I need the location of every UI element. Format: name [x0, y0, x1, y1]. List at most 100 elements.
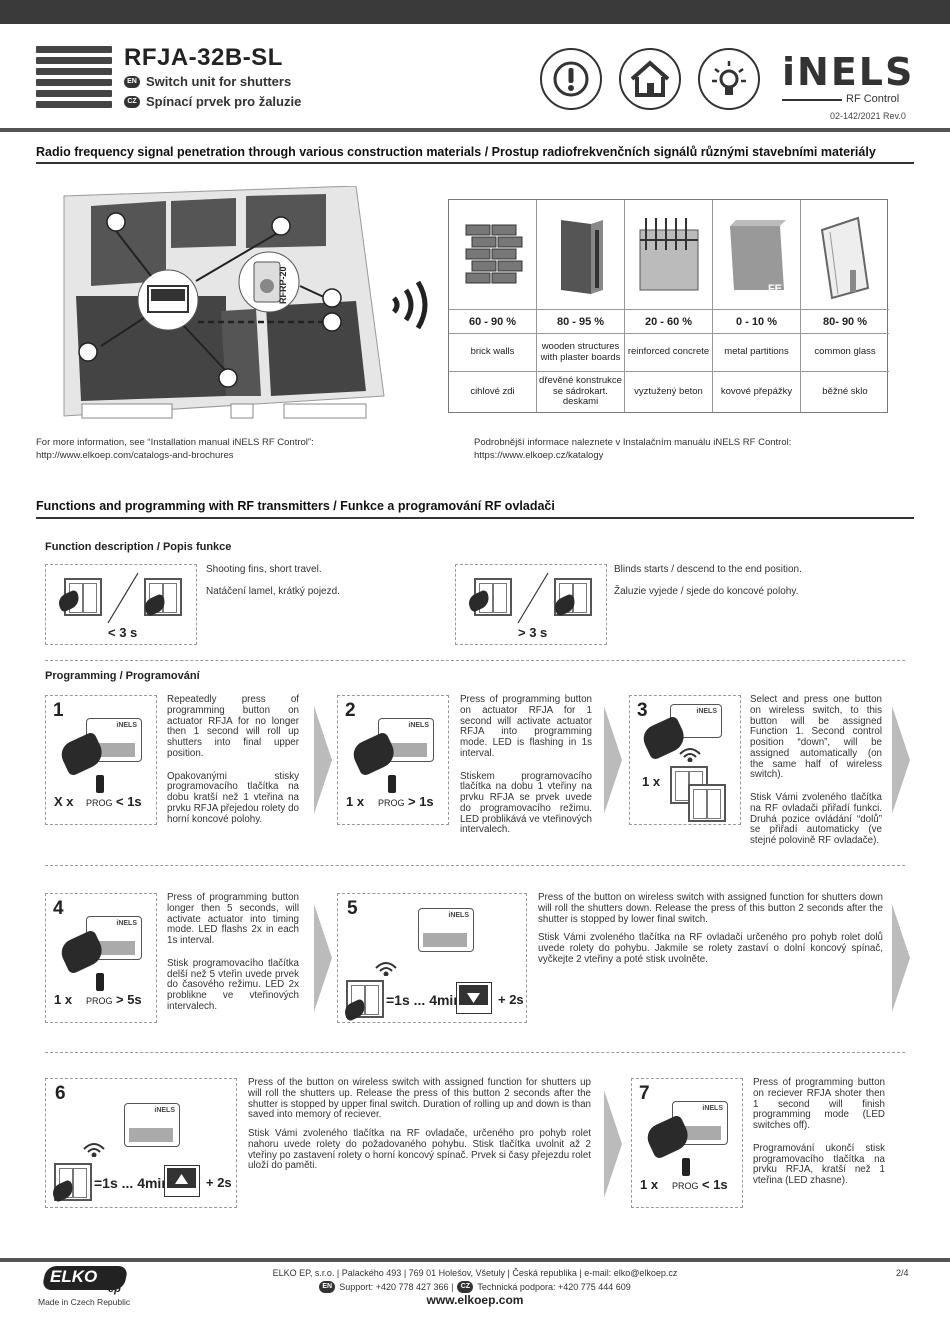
material-name-en: metal partitions	[713, 334, 800, 372]
prog-button-icon	[96, 973, 104, 991]
step-7-en: Press of programming button on reciever …	[753, 1077, 885, 1132]
next-arrow-icon	[314, 706, 332, 814]
step-5-text: Press of the button on wireless switch w…	[538, 892, 883, 966]
material-name-cz: cihlové zdi	[470, 385, 515, 397]
cz-flag: CZ	[457, 1281, 474, 1293]
material-name-cz: běžné sklo	[822, 385, 868, 397]
material-name-cz: dřevěné konstrukce se sádrokart. deskami	[539, 375, 622, 408]
step-4-box: 4 iNELS 1 x PROG > 5s	[45, 893, 157, 1023]
wireless-signal-icon	[375, 962, 397, 976]
step-number: 6	[55, 1083, 66, 1104]
step-number: 3	[637, 700, 648, 721]
model-title: RFJA-32B-SL	[124, 44, 283, 71]
step-condition: < 1s	[116, 794, 142, 809]
top-bar	[0, 0, 950, 24]
step-6-box: 6 iNELS =1s ... 4min. + 2s	[45, 1078, 237, 1208]
plasterboard-icon	[537, 200, 624, 310]
step-2-text: Press of programming button on actuator …	[460, 694, 592, 836]
info-cz-link[interactable]: https://www.elkoep.cz/katalogy	[474, 449, 604, 461]
step-number: 5	[347, 898, 358, 919]
material-penetration: 80- 90 %	[801, 310, 889, 334]
info-en-text: For more information, see “Installation …	[36, 437, 314, 448]
next-arrow-icon	[604, 1090, 622, 1198]
function-2-cz: Žaluzie vyjede / sjede do koncové polohy…	[614, 586, 799, 597]
subtitle-cz: Spínací prvek pro žaluzie	[146, 94, 302, 109]
step-count: 1 x	[640, 1177, 659, 1192]
glass-icon	[801, 200, 889, 310]
material-name-en: wooden structures with plaster boards	[537, 334, 624, 372]
step-plus: + 2s	[206, 1175, 232, 1190]
subtitle-cz-row: CZ Spínací prvek pro žaluzie	[124, 94, 301, 109]
step-count: 1 x	[346, 794, 365, 809]
website-link[interactable]: www.elkoep.com	[426, 1293, 524, 1307]
material-column: 80 - 95 %wooden structures with plaster …	[537, 200, 625, 412]
en-flag: EN	[124, 75, 140, 88]
materials-table: 60 - 90 %brick walls cihlové zdi 80 - 95 %…	[448, 199, 889, 413]
wireless-signal-icon	[83, 1143, 105, 1157]
material-column: 80- 90 %common glass běžné sklo	[801, 200, 889, 412]
prog-button-icon	[388, 775, 396, 793]
step-7-box: 7 iNELS 1 x PROG < 1s	[631, 1078, 743, 1208]
relay-label: iNELS	[702, 1105, 723, 1112]
support-en: Support: +420 778 427 366 |	[339, 1282, 454, 1292]
rf-section-title: Radio frequency signal penetration throu…	[36, 145, 876, 159]
divider	[45, 865, 905, 866]
step-number: 4	[53, 898, 64, 919]
step-timing: =1s ... 4min.	[386, 992, 466, 1008]
step-number: 2	[345, 700, 356, 721]
step-condition: > 5s	[116, 992, 142, 1007]
step-count: 1 x	[54, 992, 73, 1007]
prog-label: PROG	[86, 996, 113, 1006]
concrete-icon	[625, 200, 712, 310]
material-penetration: 20 - 60 %	[625, 310, 712, 334]
relay-label: iNELS	[448, 912, 469, 919]
relay-label: iNELS	[154, 1107, 175, 1114]
prog-label: PROG	[672, 1181, 699, 1191]
step-7-text: Press of programming button on reciever …	[753, 1077, 885, 1187]
material-name-en: reinforced concrete	[625, 334, 712, 372]
step-5-box: 5 iNELS =1s ... 4min. + 2s	[337, 893, 527, 1023]
cz-flag: CZ	[124, 95, 140, 108]
repeater-label: RFRP-20	[278, 266, 288, 304]
rf-section-rule	[36, 162, 914, 164]
shutter-logo-icon	[36, 46, 112, 110]
step-plus: + 2s	[498, 992, 524, 1007]
brand-subtitle: RF Control	[846, 93, 900, 105]
header-separator	[0, 128, 950, 132]
next-arrow-icon	[892, 904, 910, 1012]
step-1-cz: Opakovanými stisky programovacího tlačít…	[167, 770, 299, 825]
step-2-en: Press of programming button on actuator …	[460, 694, 592, 759]
subtitle-en-row: EN Switch unit for shutters	[124, 74, 291, 89]
prog-label: PROG	[86, 798, 113, 808]
info-en: For more information, see “Installation …	[36, 437, 314, 463]
page-number: 2/4	[896, 1268, 909, 1278]
step-count: 1 x	[642, 774, 661, 789]
metal-icon: FE	[713, 200, 800, 310]
subtitle-en: Switch unit for shutters	[146, 74, 292, 89]
step-3-text: Select and press one button on wireless …	[750, 694, 882, 847]
info-cz: Podrobnější informace naleznete v Instal…	[474, 437, 791, 463]
material-name-en: common glass	[801, 334, 889, 372]
en-flag: EN	[319, 1281, 336, 1293]
blind-down-icon	[456, 982, 492, 1014]
made-in: Made in Czech Republic	[38, 1297, 131, 1307]
wireless-signal-icon	[679, 748, 701, 762]
material-name-en: brick walls	[449, 334, 536, 372]
document-reference: 02-142/2021 Rev.0	[830, 111, 906, 121]
step-7-cz: Programování ukončí stisk programovacího…	[753, 1142, 885, 1187]
material-column: 60 - 90 %brick walls cihlové zdi	[449, 200, 537, 412]
wall-switch-icon	[688, 784, 726, 822]
step-3-cz: Stisk Vámi zvoleného tlačítka na RF ovla…	[750, 792, 882, 847]
step-6-en: Press of the button on wireless switch w…	[248, 1077, 591, 1121]
step-timing: =1s ... 4min.	[94, 1175, 174, 1191]
prog-button-icon	[682, 1158, 690, 1176]
step-5-en: Press of the button on wireless switch w…	[538, 892, 883, 925]
step-number: 7	[639, 1083, 650, 1104]
floor-plan-illustration: RFRP-20	[56, 185, 386, 426]
blind-up-icon	[164, 1165, 200, 1197]
relay-icon: iNELS	[124, 1103, 180, 1147]
function-description-title: Function description / Popis funkce	[45, 541, 232, 553]
material-penetration: 60 - 90 %	[449, 310, 536, 334]
info-en-link[interactable]: http://www.elkoep.com/catalogs-and-broch…	[36, 449, 234, 461]
